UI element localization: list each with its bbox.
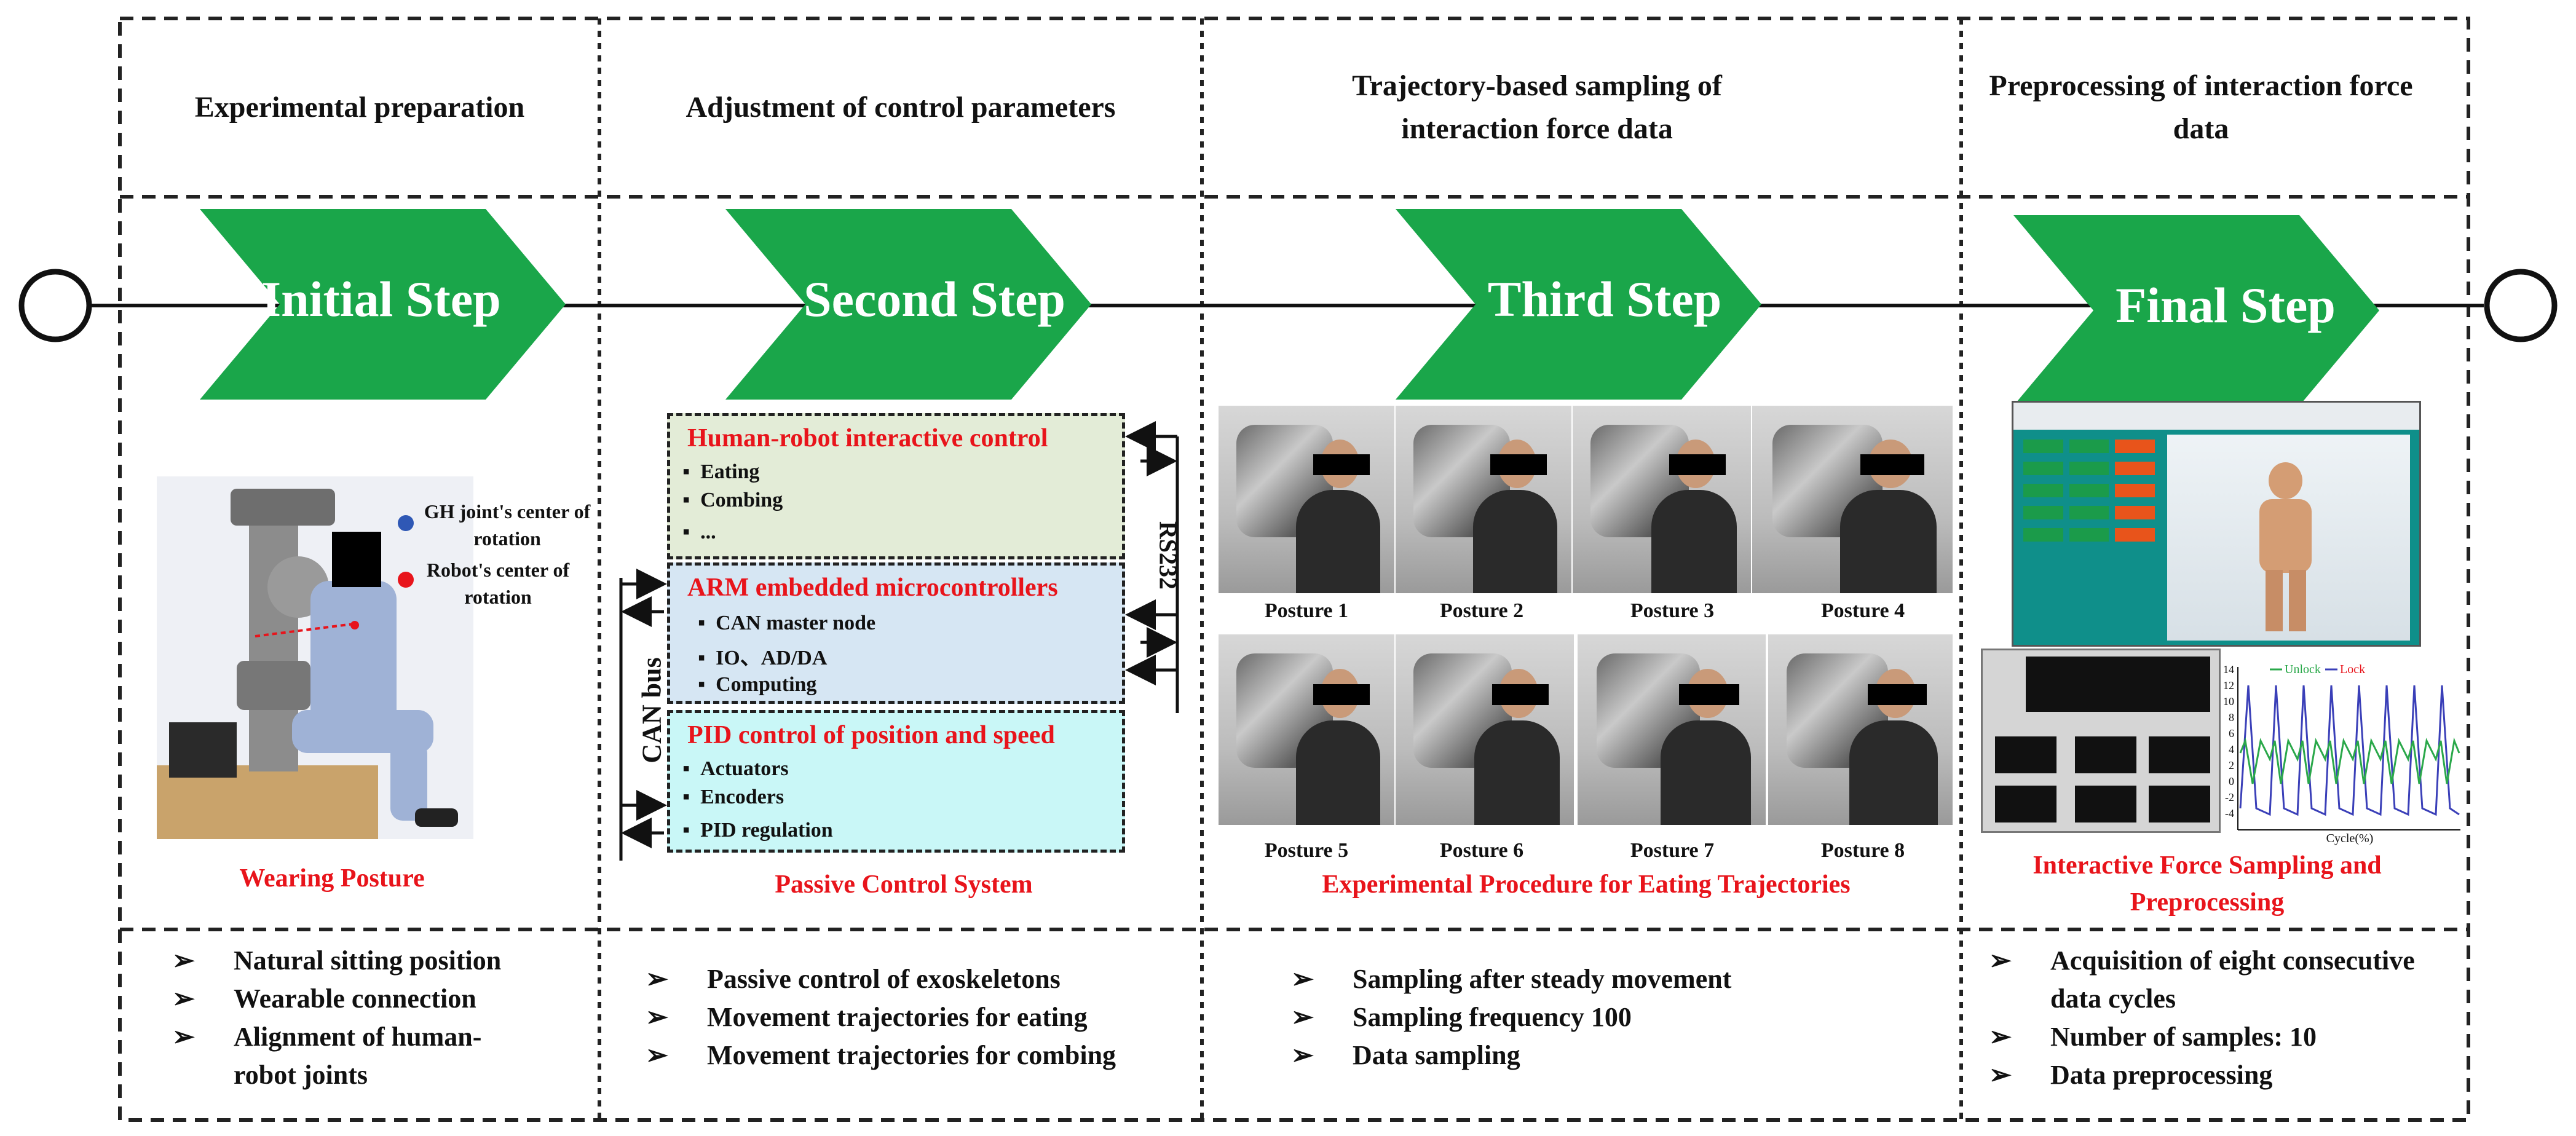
step-chevron-second <box>725 209 1091 400</box>
arrow-bullet-icon: ➢ <box>646 964 668 994</box>
ytick-14: 14 <box>2223 663 2234 676</box>
can-bus-label: CAN bus <box>636 657 667 763</box>
ytick-12: 12 <box>2223 679 2234 692</box>
arrow-bullet-icon: ➢ <box>1291 964 1314 994</box>
posture-photo-7 <box>1578 634 1766 825</box>
legend-lock: Lock <box>2340 663 2365 676</box>
ytick-8: 8 <box>2229 711 2234 724</box>
arrow-bullet-icon: ➢ <box>646 1002 668 1032</box>
gh-joint-dot <box>398 515 414 531</box>
posture-photo-1 <box>1219 406 1394 593</box>
rs232-label: RS232 <box>1154 521 1182 590</box>
ytick-0: 0 <box>2229 775 2234 787</box>
series-unlock <box>2239 737 2460 784</box>
step-label-third: Third Step <box>1487 271 1722 327</box>
caption-passive-control: Passive Control System <box>775 870 1033 899</box>
ytick-m2: -2 <box>2225 791 2234 803</box>
header-final: Preprocessing of interaction force data <box>1989 69 2413 145</box>
posture-photo-5 <box>1219 634 1394 825</box>
arrow-bullet-icon: ➢ <box>172 984 195 1014</box>
posture-label-3: Posture 3 <box>1630 599 1715 622</box>
ytick-6: 6 <box>2229 727 2234 740</box>
arrow-bullet-icon: ➢ <box>1989 1022 2012 1052</box>
header-initial: Experimental preparation <box>194 91 525 124</box>
bullets-final: ➢Acquisition of eight consecutive data c… <box>1989 942 2462 1094</box>
arrow-bullet-icon: ➢ <box>172 945 195 976</box>
posture-label-4: Posture 4 <box>1820 599 1905 622</box>
caption-force-sampling: Interactive Force Sampling and Preproces… <box>2033 851 2382 917</box>
step-label-initial: Initial Step <box>261 271 501 327</box>
ytick-m4: -4 <box>2225 807 2234 819</box>
posture-label-5: Posture 5 <box>1264 839 1349 862</box>
sampling-software-screenshot <box>1981 649 2221 833</box>
posture-label-2: Posture 2 <box>1439 599 1524 622</box>
hri-item-combing: ▪ Combing <box>682 489 783 511</box>
arm-controller-title: ARM embedded microcontrollers <box>687 574 1058 602</box>
hri-control-panel: Human-robot interactive control ▪ Eating… <box>667 413 1125 559</box>
posture-label-8: Posture 8 <box>1820 839 1905 862</box>
header-second: Adjustment of control parameters <box>685 91 1116 124</box>
posture-photo-3 <box>1573 406 1751 593</box>
arm-item-computing: ▪ Computing <box>698 673 817 696</box>
gh-joint-legend: GH joint's center of rotation <box>424 500 591 550</box>
robot-center-dot <box>398 572 414 588</box>
pid-item-actuators: ▪ Actuators <box>682 757 789 780</box>
ytick-2: 2 <box>2229 759 2234 771</box>
arm-controller-panel: ARM embedded microcontrollers ▪ CAN mast… <box>667 562 1125 704</box>
control-software-screenshot <box>2012 401 2421 647</box>
hri-item-more: ▪ ... <box>682 521 716 543</box>
caption-eating-trajectories: Experimental Procedure for Eating Trajec… <box>1322 870 1851 899</box>
series-lock <box>2239 685 2460 816</box>
force-chart: 14 12 10 8 6 4 2 0 -2 -4 Unlock Lock Cyc… <box>2223 663 2460 845</box>
pid-control-title: PID control of position and speed <box>687 721 1055 749</box>
caption-wearing-posture: Wearing Posture <box>239 864 425 893</box>
arm-item-io: ▪ IO、AD/DA <box>698 647 828 669</box>
arrow-bullet-icon: ➢ <box>1989 1060 2012 1090</box>
hri-item-eating: ▪ Eating <box>682 460 760 483</box>
bullets-initial: ➢Natural sitting position ➢Wearable conn… <box>172 942 566 1094</box>
posture-label-6: Posture 6 <box>1439 839 1524 862</box>
step-chevron-final <box>2013 215 2379 406</box>
wearing-posture-image <box>157 476 473 839</box>
arrow-bullet-icon: ➢ <box>172 1022 195 1052</box>
posture-photo-6 <box>1396 634 1574 825</box>
ytick-4: 4 <box>2229 743 2234 755</box>
arrow-bullet-icon: ➢ <box>1989 945 2012 976</box>
posture-photo-8 <box>1768 634 1953 825</box>
posture-photo-2 <box>1396 406 1571 593</box>
arrow-bullet-icon: ➢ <box>1291 1002 1314 1032</box>
posture-label-7: Posture 7 <box>1630 839 1715 862</box>
hri-control-title: Human-robot interactive control <box>687 424 1048 452</box>
chart-xlabel: Cycle(%) <box>2326 832 2374 845</box>
ytick-10: 10 <box>2223 695 2234 708</box>
header-third: Trajectory-based sampling of interaction… <box>1352 69 1722 145</box>
bus-connectors <box>619 421 1179 861</box>
bullets-third: ➢Sampling after steady movement ➢Samplin… <box>1291 960 1844 1075</box>
step-chevron-initial <box>200 209 566 400</box>
posture-label-1: Posture 1 <box>1264 599 1349 622</box>
step-label-second: Second Step <box>803 271 1065 327</box>
bullets-second: ➢Passive control of exoskeletons ➢Moveme… <box>646 960 1199 1075</box>
arm-item-can: ▪ CAN master node <box>698 612 876 634</box>
step-label-final: Final Step <box>2116 277 2336 333</box>
pid-item-encoders: ▪ Encoders <box>682 786 784 808</box>
pid-control-panel: PID control of position and speed ▪ Actu… <box>667 710 1125 853</box>
legend-unlock: Unlock <box>2285 663 2321 676</box>
robot-center-legend: Robot's center of rotation <box>426 559 570 608</box>
pid-item-regulation: ▪ PID regulation <box>682 819 833 842</box>
step-chevron-third <box>1396 209 1761 400</box>
arrow-bullet-icon: ➢ <box>646 1040 668 1070</box>
posture-photo-4 <box>1752 406 1953 593</box>
arrow-bullet-icon: ➢ <box>1291 1040 1314 1070</box>
